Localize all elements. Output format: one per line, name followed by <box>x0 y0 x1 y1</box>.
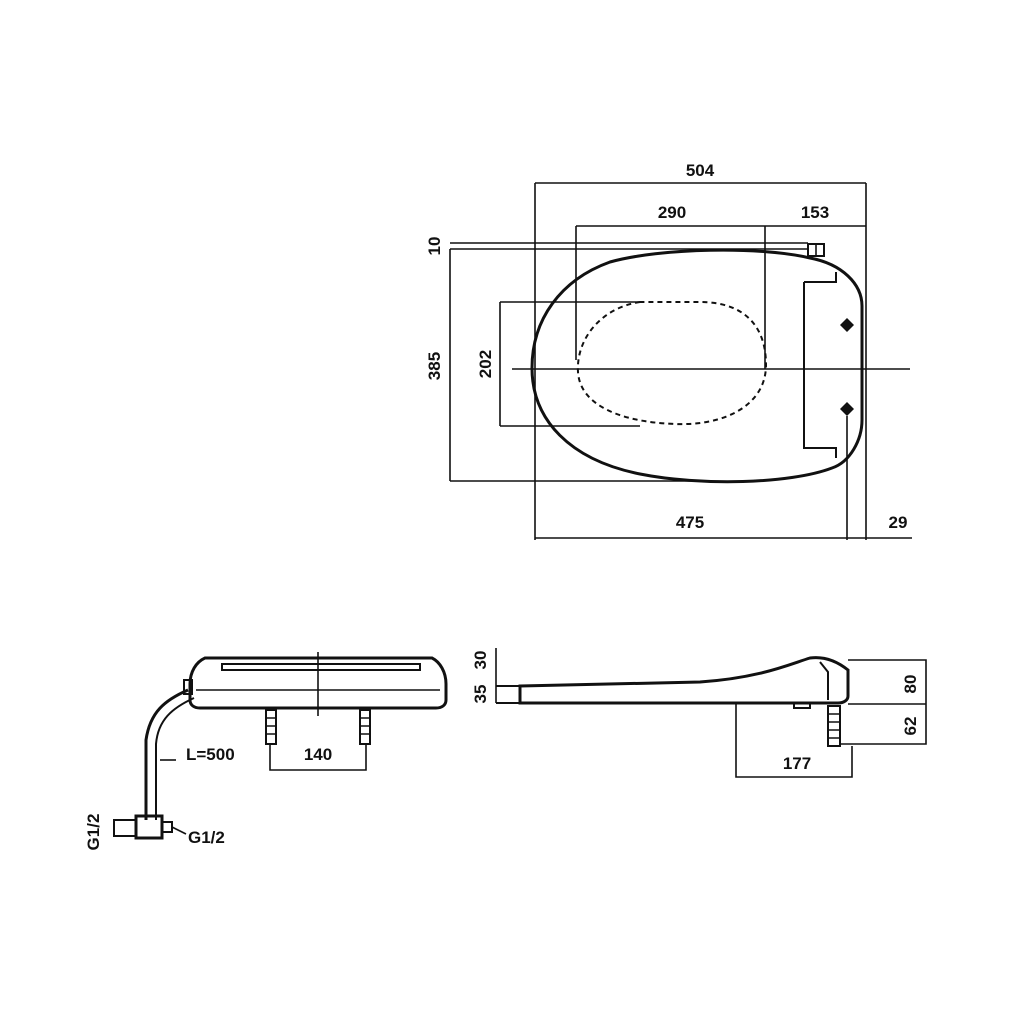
side-bolt <box>827 705 841 747</box>
dim-rear-section: 153 <box>801 203 829 222</box>
dim-overall-width: 504 <box>686 161 715 180</box>
dim-unit-height: 80 <box>901 675 920 694</box>
dim-opening-depth: 202 <box>476 350 495 378</box>
dim-mounting-length: 475 <box>676 513 704 532</box>
top-view: 504 290 153 10 385 202 475 29 <box>425 161 912 540</box>
label-inlet-thread-vertical: G1/2 <box>84 814 103 851</box>
dim-bolt-length: 62 <box>901 717 920 736</box>
mount-diamond-lower <box>840 402 854 416</box>
dim-hose-length: L=500 <box>186 745 235 764</box>
hinge-block <box>803 272 837 458</box>
front-lid-line <box>221 663 421 671</box>
seat-outline <box>530 248 864 484</box>
dim-seat-opening: 290 <box>658 203 686 222</box>
front-seat-body <box>188 656 448 710</box>
bolt-left <box>265 709 277 745</box>
inlet-valve <box>113 814 187 840</box>
dim-bolt-to-rear: 177 <box>783 754 811 773</box>
water-hose <box>144 688 189 820</box>
side-view: 30 35 80 62 177 <box>471 648 927 778</box>
dim-bolt-spacing: 140 <box>304 745 332 764</box>
front-view: 140 L=500 G1/2 G1/2 <box>84 652 448 851</box>
dim-rear-offset: 29 <box>889 513 908 532</box>
dim-top-offset: 10 <box>425 237 444 256</box>
seat-opening-dashed <box>576 301 768 426</box>
side-seat-body <box>518 656 850 705</box>
bolt-right <box>359 709 371 745</box>
dim-overall-depth: 385 <box>425 352 444 380</box>
dim-seat-height: 35 <box>471 685 490 704</box>
dim-lid-height: 30 <box>471 651 490 670</box>
mount-diamond-upper <box>840 318 854 332</box>
label-inlet-thread-horizontal: G1/2 <box>188 828 225 847</box>
